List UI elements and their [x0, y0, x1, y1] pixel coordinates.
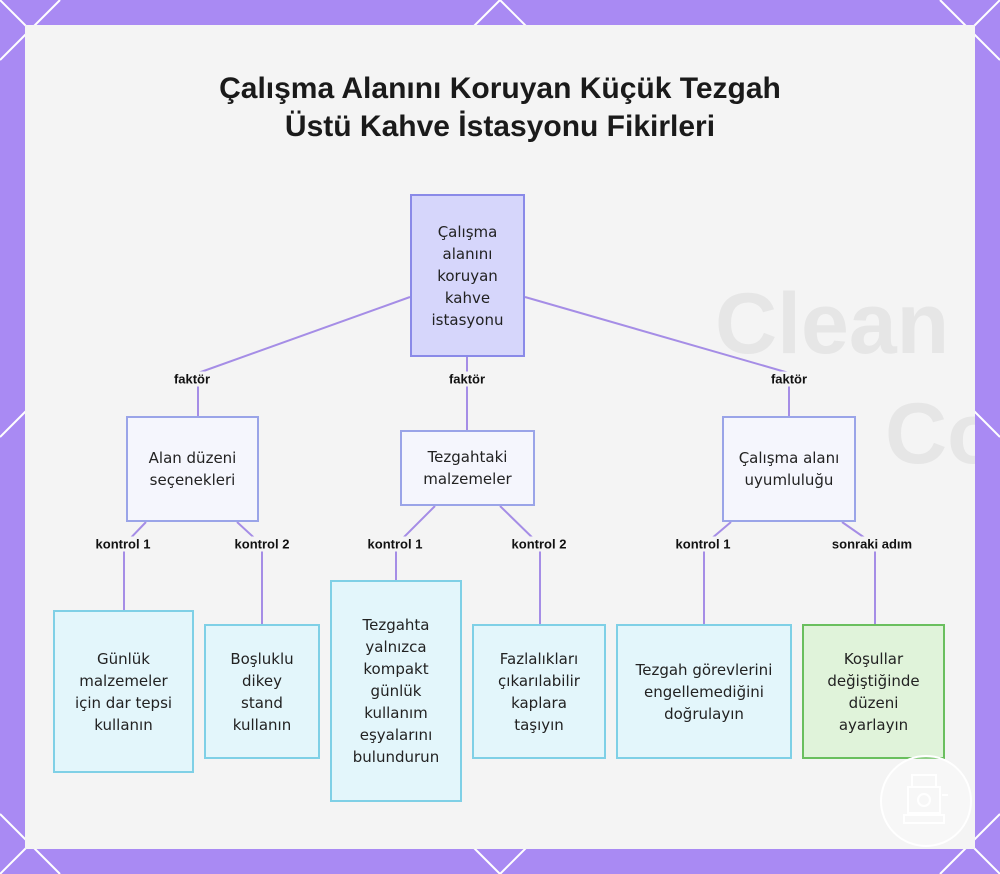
edge-label-check: kontrol 2 [232, 536, 292, 552]
vertical-stand-node: Boşluklu dikey stand kullanın [204, 624, 320, 759]
coffee-machine-icon [903, 774, 948, 824]
background-text: Co [885, 386, 975, 482]
brand-logo [880, 755, 972, 847]
verify-tasks-node: Tezgah görevlerini engellemediğini doğru… [616, 624, 792, 759]
title-line-1: Çalışma Alanını Koruyan Küçük Tezgah [219, 72, 781, 105]
root-node: Çalışma alanını koruyan kahve istasyonu [410, 194, 525, 357]
adjust-layout-node: Koşullar değiştiğinde düzeni ayarlayın [802, 624, 945, 759]
edge-label-factor: faktör [446, 371, 488, 387]
edge-label-next-step: sonraki adım [829, 536, 915, 552]
removable-containers-node: Fazlalıkları çıkarılabilir kaplara taşıy… [472, 624, 606, 759]
counter-materials-node: Tezgahtaki malzemeler [400, 430, 535, 506]
edge-label-check: kontrol 2 [509, 536, 569, 552]
edge-label-factor: faktör [768, 371, 810, 387]
compact-items-node: Tezgahta yalnızca kompakt günlük kullanı… [330, 580, 462, 802]
edge-label-factor: faktör [171, 371, 213, 387]
edge-label-check: kontrol 1 [93, 536, 153, 552]
edge-label-check: kontrol 1 [673, 536, 733, 552]
title-line-2: Üstü Kahve İstasyonu Fikirleri [284, 110, 716, 143]
diagram-title: Çalışma Alanını Koruyan Küçük Tezgah Üst… [0, 70, 1000, 146]
layout-options-node: Alan düzeni seçenekleri [126, 416, 259, 522]
narrow-tray-node: Günlük malzemeler için dar tepsi kullanı… [53, 610, 194, 773]
background-text: Clean [715, 276, 950, 372]
edge-label-check: kontrol 1 [365, 536, 425, 552]
workspace-compatibility-node: Çalışma alanı uyumluluğu [722, 416, 856, 522]
